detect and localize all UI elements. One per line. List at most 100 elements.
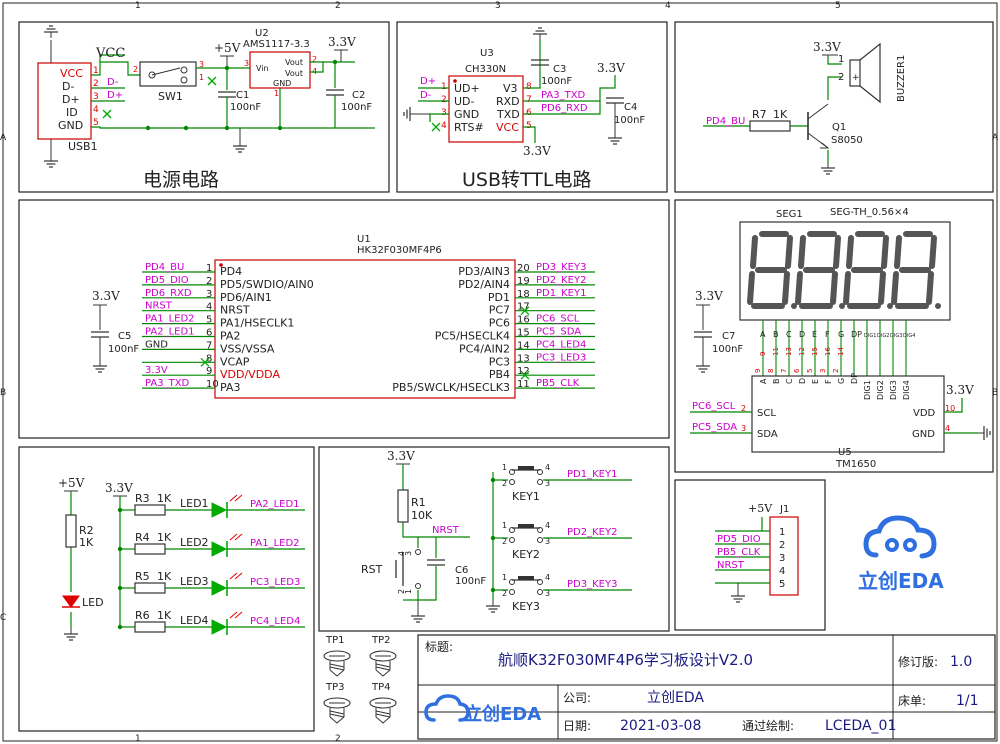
seg-digit [747, 231, 793, 309]
net-pd6-rxd: PD6_RXD [541, 103, 588, 114]
svg-text:1: 1 [502, 573, 507, 582]
u1-right-pin-num: 12 [517, 366, 530, 377]
col-marker: 4 [665, 1, 671, 11]
power-title: 电源电路 [143, 169, 219, 191]
key-net: PD2_KEY2 [567, 527, 617, 538]
net-dplus: D+ [107, 90, 123, 101]
col-marker: 1 [135, 1, 141, 11]
led-net: PA2_LED1 [250, 499, 300, 510]
svg-text:4: 4 [945, 424, 950, 433]
u3-ref: U3 [480, 48, 494, 59]
seg-digit [843, 231, 889, 309]
seg-pin-num: 12 [798, 347, 806, 356]
u1-left-pin: PA1/HSECLK1 [220, 317, 294, 330]
board-title: 航顺K32F030MF4P6学习板设计V2.0 [498, 651, 753, 669]
svg-text:SDA: SDA [757, 429, 778, 440]
mcu-net-left: PD5_DIO [145, 275, 189, 286]
j1-pin-num: 4 [779, 566, 785, 577]
led-resistor-val: 1K [157, 492, 172, 505]
svg-text:GND: GND [454, 108, 479, 121]
svg-text:2: 2 [502, 589, 507, 598]
mcu-net-left: PA2_LED1 [145, 327, 195, 338]
svg-text:TP2: TP2 [371, 635, 391, 646]
u1-left-pin-num: 10 [206, 379, 219, 390]
seg-pin-label: DIG3 [890, 333, 902, 339]
mcu-net-left: 3.3V [145, 365, 168, 376]
seg-pin-label: C [786, 330, 792, 339]
key-ref: KEY3 [512, 600, 540, 613]
mcu-net-left: GND [145, 339, 168, 350]
u5-top-pin: G [837, 378, 846, 384]
usb1-body [37, 62, 92, 140]
c5-val: 100nF [108, 344, 139, 355]
u5-part: TM1650 [835, 459, 876, 470]
u1-left-pin: PA2 [220, 330, 240, 343]
led-resistor-ref: R6 [135, 609, 150, 622]
u1-part: HK32F030MF4P6 [357, 245, 442, 256]
key-actuator [518, 524, 534, 528]
u2-part: AMS1117-3.3 [243, 39, 310, 50]
key-net: PD1_KEY1 [567, 469, 617, 480]
r2-body [65, 514, 77, 548]
u1-right-pin: PD3/AIN3 [458, 265, 510, 278]
net-3v3-led: 3.3V [105, 481, 133, 495]
svg-text:2: 2 [502, 479, 507, 488]
svg-text:1: 1 [441, 82, 447, 92]
u5-top-pin: DP [850, 373, 859, 384]
u1-right-pin-num: 16 [517, 315, 530, 326]
u1-left-pin-num: 4 [206, 302, 212, 313]
svg-text:TP4: TP4 [371, 682, 391, 693]
seg-pin-num: 11 [772, 347, 780, 356]
key-net: PD3_KEY3 [567, 579, 617, 590]
usb1-ref: USB1 [68, 140, 98, 153]
seg-pin-num: 13 [785, 347, 793, 356]
seg-pin-label: F [825, 330, 830, 339]
c6-val: 100nF [455, 576, 486, 587]
u5-top-pin: D [798, 378, 807, 384]
u1-right-pin-num: 17 [517, 302, 530, 313]
mcu-net-right: PC4_LED4 [536, 339, 586, 350]
u1-right-pin-num: 15 [517, 328, 530, 339]
r1-body [397, 489, 409, 523]
svg-text:3: 3 [545, 537, 550, 546]
led-resistor [134, 504, 166, 516]
u5-body [751, 375, 945, 453]
svg-text:+: + [852, 73, 860, 83]
mcu-net-left: PD6_RXD [145, 288, 192, 299]
buzzer-section [674, 21, 994, 193]
led-resistor [134, 621, 166, 633]
jack-section [674, 479, 826, 631]
u5-top-pin: E [811, 379, 820, 384]
led-ref: LED1 [180, 497, 209, 510]
r7-value: 1K [773, 108, 788, 121]
u5-top-num: 2 [832, 369, 840, 373]
svg-text:UD+: UD+ [454, 82, 480, 95]
u1-right-pin: PC7 [489, 304, 510, 317]
r7-body [749, 120, 791, 132]
row-marker: A [0, 133, 7, 143]
vcc-net: VCC [95, 46, 125, 61]
svg-text:5: 5 [526, 121, 532, 131]
svg-text:2: 2 [441, 95, 447, 105]
u1-right-pin-num: 20 [517, 263, 530, 274]
svg-text:1: 1 [502, 521, 507, 530]
svg-text:6: 6 [526, 108, 532, 118]
svg-text:3: 3 [93, 92, 99, 102]
c4-ref: C4 [624, 102, 637, 113]
sheet-number: 1/1 [956, 693, 979, 709]
led-ref: LED [82, 596, 104, 609]
svg-text:Vout: Vout [285, 58, 303, 67]
seg-pin-num: 15 [811, 347, 819, 356]
svg-text:3: 3 [441, 108, 447, 118]
titleblock-logo-text: 立创EDA [464, 703, 541, 725]
buzzer-ref: BUZZER1 [896, 55, 907, 102]
mcu-net-left: NRST [145, 301, 173, 312]
row-marker: A [992, 133, 999, 143]
led-resistor-ref: R5 [135, 570, 150, 583]
svg-text:2: 2 [502, 537, 507, 546]
mcu-net-left: PA1_LED2 [145, 314, 195, 325]
c5-ref: C5 [118, 331, 131, 342]
